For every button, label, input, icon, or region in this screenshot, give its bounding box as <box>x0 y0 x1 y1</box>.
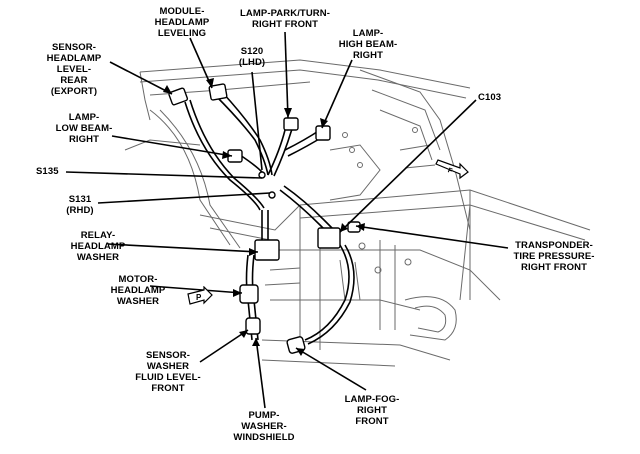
leader-lines <box>65 31 509 409</box>
p-arrow-icon: P <box>187 286 213 305</box>
leader-arrowheads <box>163 78 365 356</box>
label-lamp-park-turn-right-front: LAMP-PARK/TURN- RIGHT FRONT <box>240 8 330 30</box>
label-s135: S135 <box>36 166 59 177</box>
label-c103: C103 <box>478 92 502 103</box>
label-lamp-fog-right-front: LAMP-FOG- RIGHT FRONT <box>344 394 400 427</box>
label-lamp-low-beam-right: LAMP- LOW BEAM- RIGHT <box>55 112 113 145</box>
svg-text:P: P <box>196 293 202 302</box>
label-sensor-washer-fluid-level-front: SENSOR- WASHER FLUID LEVEL- FRONT <box>135 350 201 394</box>
label-motor-headlamp-washer: MOTOR- HEADLAMP WASHER <box>110 274 166 307</box>
wiring-harness <box>184 91 355 345</box>
components <box>168 83 361 354</box>
label-transponder-tire-pressure-right-front: TRANSPONDER- TIRE PRESSURE- RIGHT FRONT <box>513 240 595 273</box>
label-s120-lhd: S120 (LHD) <box>238 46 266 68</box>
label-relay-headlamp-washer: RELAY- HEADLAMP WASHER <box>70 230 126 263</box>
label-s131-rhd: S131 (RHD) <box>66 194 94 216</box>
label-module-headlamp-leveling: MODULE- HEADLAMP LEVELING <box>154 6 210 39</box>
label-lamp-high-beam-right: LAMP- HIGH BEAM- RIGHT <box>338 28 398 61</box>
label-pump-washer-windshield: PUMP- WASHER- WINDSHIELD <box>233 410 295 443</box>
label-sensor-headlamp-level-rear: SENSOR- HEADLAMP LEVEL- REAR (EXPORT) <box>46 42 102 97</box>
svg-text:F: F <box>447 167 454 175</box>
front-arrow-icon: F <box>435 159 469 180</box>
chassis-outline <box>124 59 591 367</box>
frame-bolts <box>342 127 418 274</box>
